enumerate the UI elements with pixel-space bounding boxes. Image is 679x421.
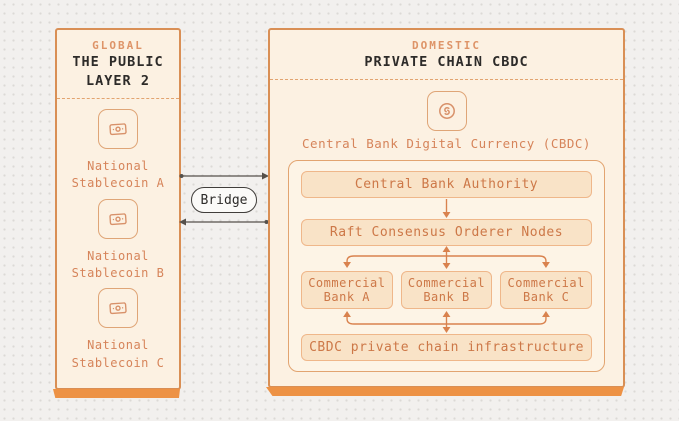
private-chain-header: DOMESTIC PRIVATE CHAIN CBDC [270, 30, 623, 81]
bridge-text: Bridge [200, 192, 248, 208]
private-chain-panel: DOMESTIC PRIVATE CHAIN CBDC Central Bank… [266, 28, 625, 396]
stablecoin-c-line1: National [87, 338, 149, 353]
stablecoin-c-label: National Stablecoin C [72, 337, 165, 372]
private-chain-infrastructure-box: CBDC private chain infrastructure [301, 333, 592, 361]
commercial-banks-row: Commercial Bank A Commercial Bank B Comm… [301, 270, 593, 310]
bank-c-line1: Commercial [507, 275, 585, 290]
stablecoin-c-line2: Stablecoin C [71, 355, 165, 370]
private-chain-title: PRIVATE CHAIN CBDC [364, 54, 529, 71]
cbdc-heading: Central Bank Digital Currency (CBDC) [270, 91, 623, 151]
global-label: GLOBAL [92, 39, 144, 52]
bank-b-line1: Commercial [407, 275, 486, 290]
public-layer-title: THE PUBLIC LAYER 2 [72, 54, 164, 90]
bank-b-line2: Bank B [423, 289, 470, 304]
stablecoin-c-item: National Stablecoin C [72, 288, 165, 372]
commercial-bank-a-box: Commercial Bank A [301, 270, 393, 310]
stablecoin-a-item: National Stablecoin A [72, 109, 165, 193]
left-panel-shadow [53, 389, 180, 398]
authority-to-orderer-arrow [442, 198, 451, 218]
right-panel-shadow [266, 387, 624, 396]
banknote-icon [97, 109, 138, 150]
bridge-label: Bridge [191, 187, 257, 213]
stablecoin-a-line1: National [87, 159, 149, 174]
bank-c-line2: Bank C [523, 289, 570, 304]
stablecoin-b-item: National Stablecoin B [72, 198, 165, 283]
central-bank-authority-box: Central Bank Authority [301, 171, 592, 199]
commercial-bank-c-box: Commercial Bank C [500, 270, 593, 310]
domestic-label: DOMESTIC [412, 39, 481, 52]
stablecoin-a-line2: Stablecoin A [71, 176, 165, 191]
public-layer-header: GLOBAL THE PUBLIC LAYER 2 [57, 30, 179, 100]
cbdc-infrastructure-container: Central Bank Authority Raft Consensus Or… [288, 160, 605, 372]
coin-icon [426, 91, 467, 132]
stablecoin-b-line1: National [87, 248, 149, 263]
orderer-to-banks-arrows [343, 246, 550, 270]
banknote-icon [97, 288, 138, 329]
commercial-bank-b-box: Commercial Bank B [400, 270, 493, 310]
banknote-icon [97, 198, 138, 239]
stablecoin-list: National Stablecoin A National Stablecoi… [57, 99, 179, 388]
stablecoin-b-line2: Stablecoin B [71, 266, 165, 281]
bridge-connector-arrows [179, 172, 269, 226]
stablecoin-a-label: National Stablecoin A [72, 158, 165, 193]
raft-orderer-box: Raft Consensus Orderer Nodes [301, 218, 592, 246]
bank-a-line2: Bank A [323, 289, 371, 304]
stablecoin-b-label: National Stablecoin B [72, 248, 165, 283]
cbdc-label: Central Bank Digital Currency (CBDC) [302, 136, 591, 152]
bank-a-line1: Commercial [308, 275, 386, 290]
banks-to-infrastructure-arrows [343, 310, 550, 333]
public-layer-panel: GLOBAL THE PUBLIC LAYER 2 National Stabl… [53, 28, 181, 398]
